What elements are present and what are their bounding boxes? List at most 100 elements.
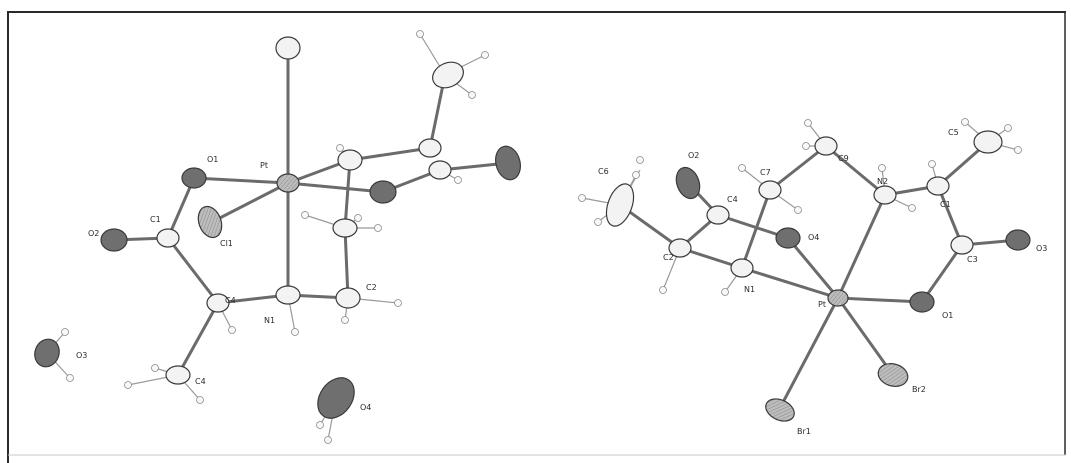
bond	[786, 236, 840, 300]
hydrogen-atom	[908, 204, 916, 212]
hydrogen-atom	[928, 160, 936, 168]
atom-label: O1	[207, 155, 218, 164]
hydrogen-atom	[659, 286, 667, 294]
atom-label: O3	[1036, 244, 1047, 253]
atom-label: Br1	[797, 427, 811, 436]
bond	[192, 176, 290, 185]
atom-label: O3	[76, 351, 87, 360]
platinum-atom	[276, 173, 300, 193]
right-hydrogens	[578, 118, 1022, 296]
hydrogen-atom	[316, 421, 324, 429]
hydrogen-atom	[454, 176, 462, 184]
chlorine-atom	[197, 205, 223, 239]
hydrogen-atom	[61, 328, 69, 336]
methyl-carbon	[605, 183, 635, 227]
hydrogen-atom	[66, 374, 74, 382]
left-molecule: Pt O1 O2 C1 Cl1 C4 N1 C2 O3 C4 O4	[34, 30, 521, 444]
carbon-atom	[926, 176, 950, 196]
hydrogen-atom	[636, 156, 644, 164]
oxygen-atom	[495, 145, 521, 181]
right-labels: C5 C6 O2 C7 C9 C4 N2 C1 C2 O4 N1 C3 O3 P…	[598, 128, 1047, 436]
bond	[768, 144, 828, 192]
carbon-atom	[706, 205, 730, 225]
hydrogen-atom	[228, 326, 236, 334]
atom-label: N1	[264, 316, 275, 325]
atom-label: C4	[727, 195, 738, 204]
bond	[836, 296, 924, 304]
bond	[343, 226, 350, 300]
left-labels: Pt O1 O2 C1 Cl1 C4 N1 C2 O3 C4 O4	[76, 155, 377, 412]
atom-label: C2	[366, 283, 377, 292]
carbon-atom	[950, 235, 974, 255]
right-atoms	[605, 130, 1031, 422]
atom-label: Br2	[912, 385, 926, 394]
hydrogen-atom	[804, 119, 812, 127]
methyl-carbon	[165, 365, 191, 385]
bromine-atom	[877, 363, 909, 387]
oxygen-atom	[1005, 229, 1031, 251]
bond	[836, 296, 895, 377]
left-atoms	[34, 36, 521, 419]
hydrogen-atom	[738, 164, 746, 172]
nitrogen-atom	[730, 258, 754, 278]
left-bonds	[112, 48, 510, 377]
bond	[740, 266, 840, 300]
bond	[210, 181, 290, 224]
atom-label: N2	[877, 177, 888, 186]
oxygen-atom	[909, 291, 935, 313]
hydrogen-atom	[1014, 146, 1022, 154]
left-hydrogens	[61, 30, 489, 444]
atom-label: C9	[838, 154, 849, 163]
hydrogen-atom	[961, 118, 969, 126]
atom-label: C6	[598, 167, 609, 176]
oxygen-atom	[675, 166, 701, 200]
hydrogen-atom	[324, 436, 332, 444]
oxygen-atom	[181, 167, 207, 189]
hydrogen-atom	[291, 328, 299, 336]
bond	[286, 181, 385, 194]
hydrogen-atom	[632, 171, 640, 179]
bond	[936, 184, 964, 247]
bond	[836, 193, 887, 300]
hydrogen-atom	[481, 51, 489, 59]
bond	[343, 158, 352, 230]
hydrogen-atom	[878, 164, 886, 172]
water-oxygen	[34, 338, 60, 368]
carbon-atom	[206, 293, 230, 313]
oxygen-atom	[100, 228, 128, 252]
atom-label: C2	[663, 253, 674, 262]
atom-label: Pt	[818, 300, 826, 309]
bond	[166, 236, 220, 305]
hydrogen-atom	[301, 211, 309, 219]
atom-label: C4	[195, 377, 206, 386]
atom-label: O2	[88, 229, 99, 238]
hydrogen-atom	[594, 218, 602, 226]
atom-label: O4	[808, 233, 819, 242]
atom-label: C1	[150, 215, 161, 224]
hydrogen-atom	[394, 299, 402, 307]
carbon-atom	[418, 138, 442, 158]
carbon-atom	[668, 238, 692, 258]
bond	[778, 296, 840, 410]
atom-label: C3	[967, 255, 978, 264]
carbon-atom	[428, 160, 452, 180]
atom-label: C4	[225, 296, 236, 305]
hydrogen-atom	[721, 288, 729, 296]
oxygen-atom	[369, 180, 397, 204]
bond	[176, 301, 220, 377]
carbon-atom	[156, 228, 180, 248]
atom-label: Pt	[260, 161, 268, 170]
hydrogen-atom	[151, 364, 159, 372]
bond	[348, 146, 432, 162]
carbon-atom	[332, 218, 358, 238]
atom-label: O4	[360, 403, 371, 412]
hydrogen-atom	[1004, 124, 1012, 132]
bond	[824, 144, 887, 197]
atom-label: O2	[688, 151, 699, 160]
carbon-atom	[814, 136, 838, 156]
atom-label: C5	[948, 128, 959, 137]
hydrogen-atom	[416, 30, 424, 38]
bromine-atom	[765, 398, 795, 422]
hydrogen-atom	[794, 206, 802, 214]
